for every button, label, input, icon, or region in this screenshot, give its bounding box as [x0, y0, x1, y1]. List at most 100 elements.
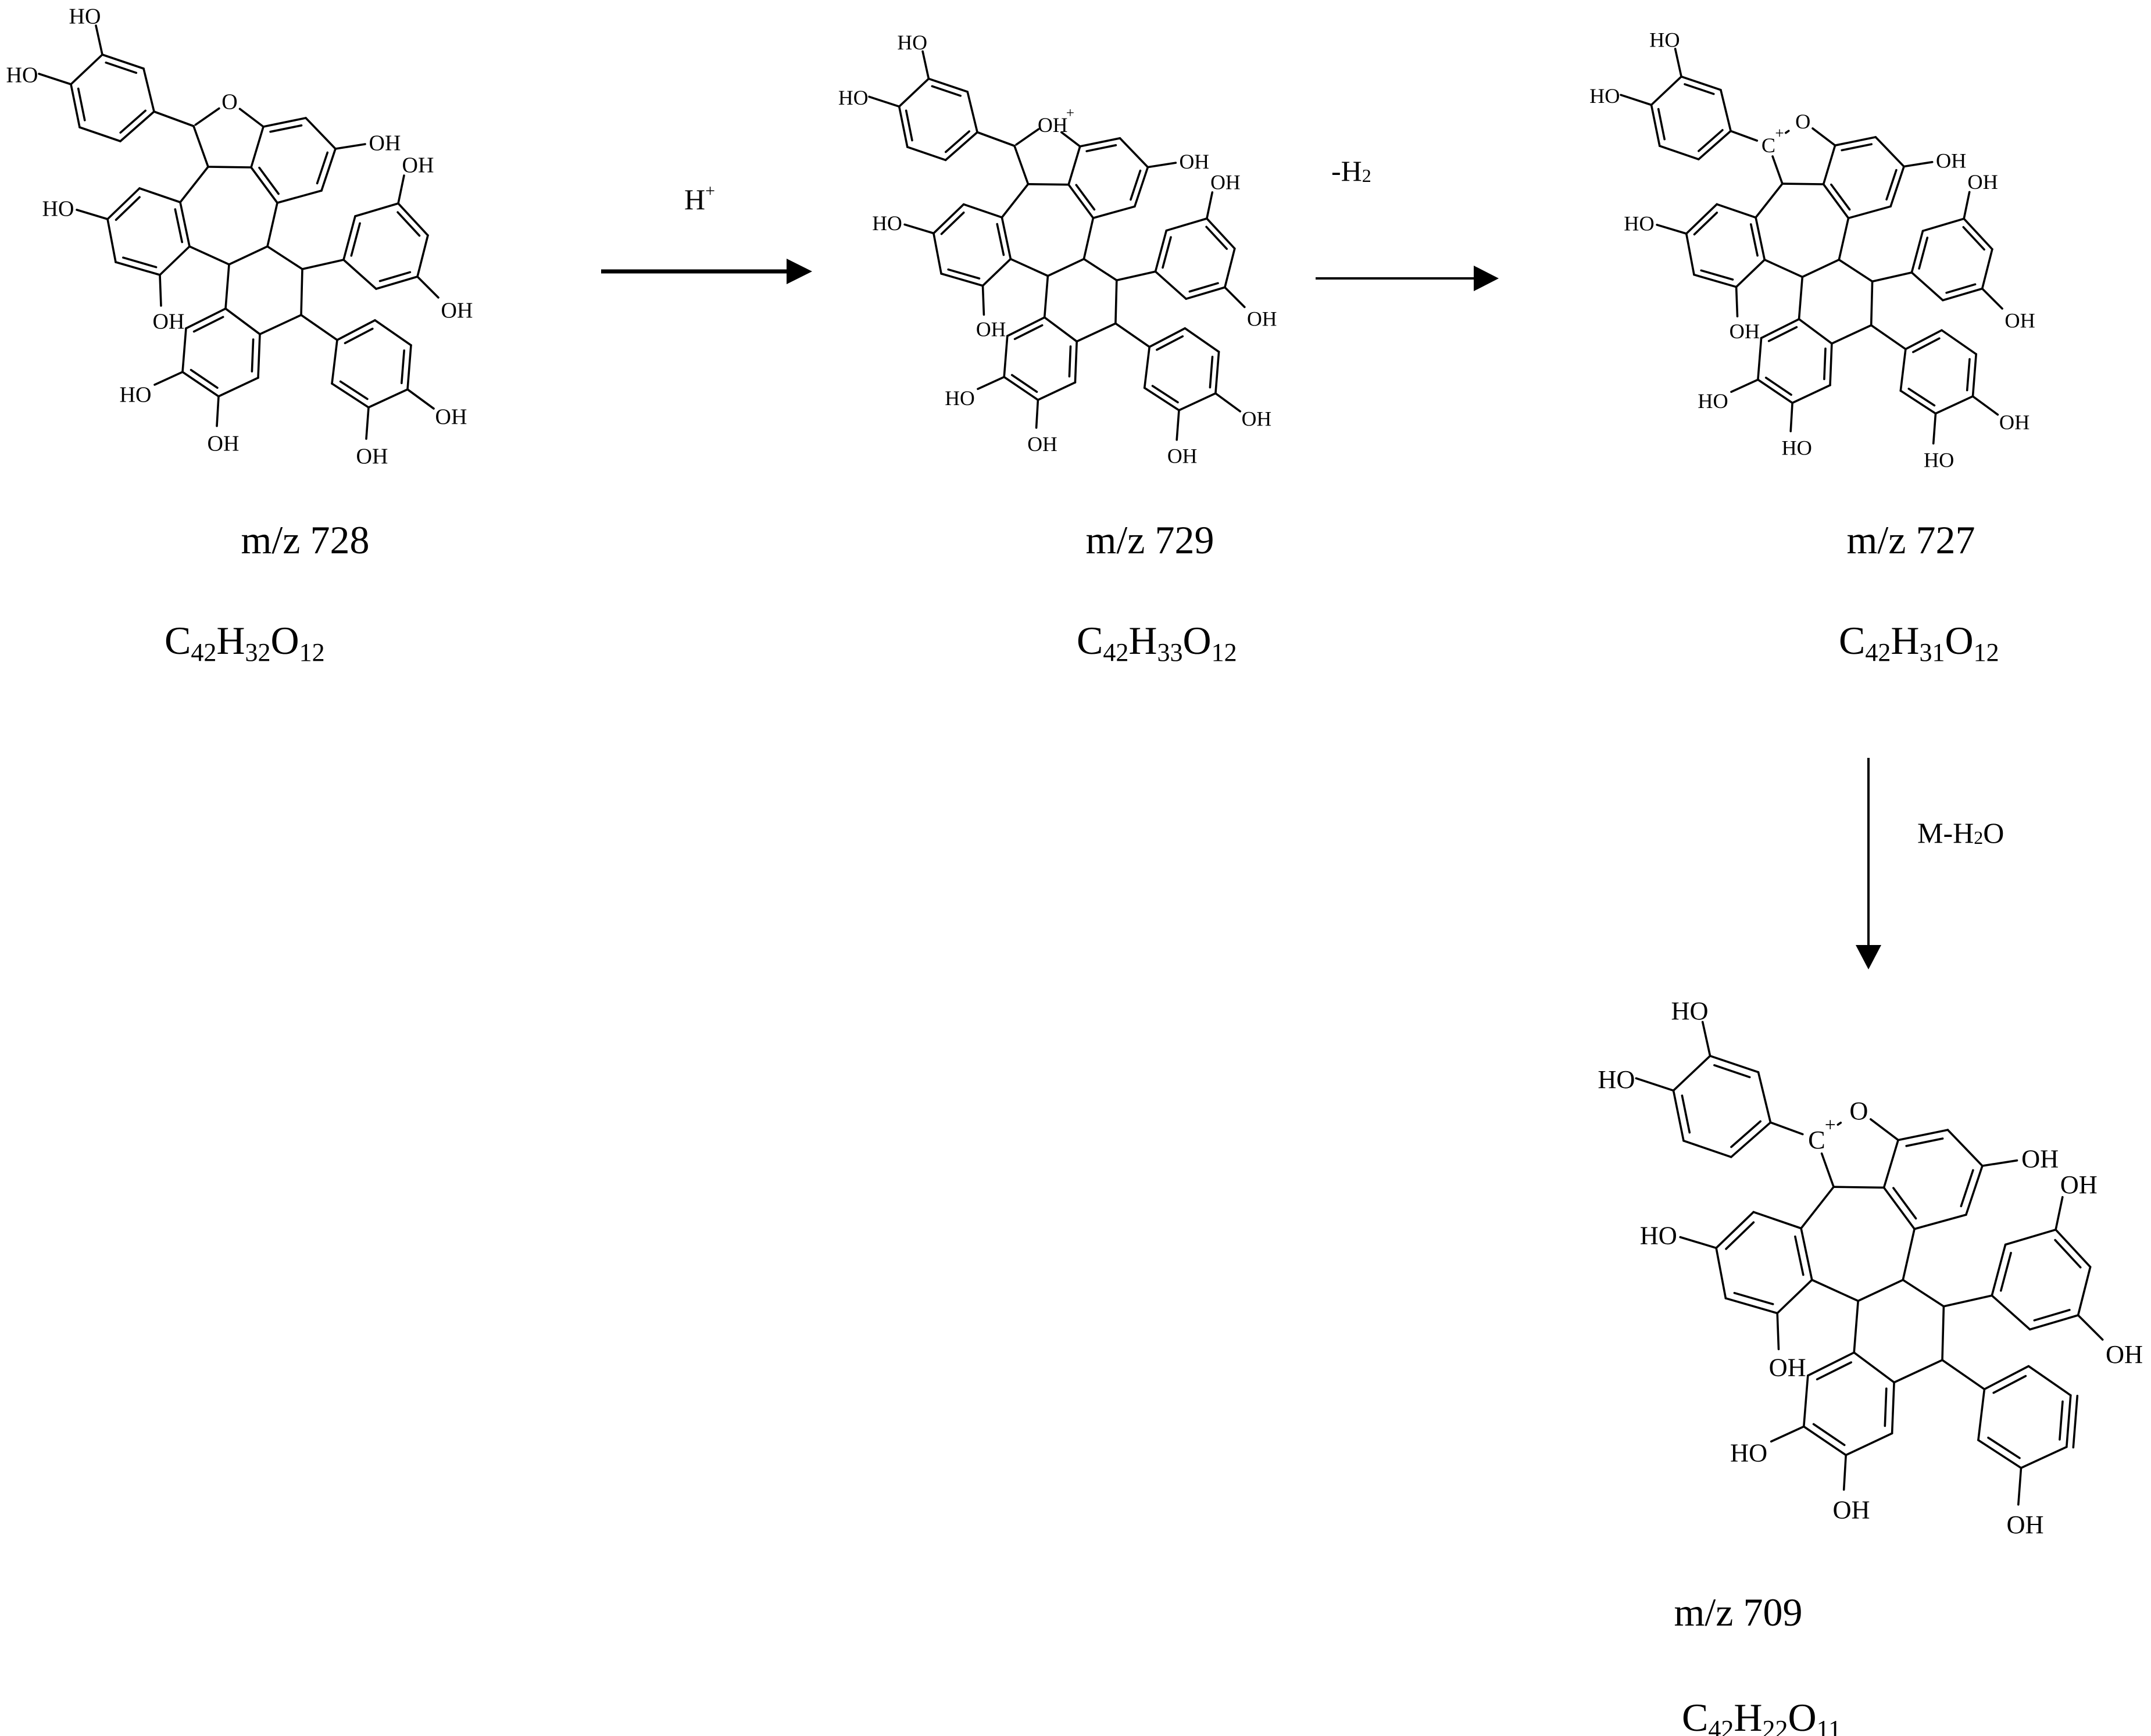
ring-bond	[1991, 1294, 2031, 1331]
ring-bond	[1165, 217, 1208, 232]
arrow-water-loss: M-H2O	[1856, 758, 2004, 969]
ring-bond	[416, 234, 429, 278]
hydroxyl-bond	[38, 73, 72, 85]
ring-bond	[1067, 145, 1081, 186]
formula-element: O	[270, 618, 299, 663]
single-bond	[1009, 257, 1049, 277]
mz-label: m/z 727	[1847, 518, 1975, 562]
arrow-protonation-head	[787, 259, 812, 284]
double-bond-inner	[105, 61, 138, 74]
hydroxyl-bond	[1903, 160, 1934, 168]
ring-bond	[1963, 217, 1993, 250]
ring-bond	[1697, 130, 1732, 160]
hydroxyl-bond	[1146, 162, 1177, 169]
hydroxyl-bond	[1981, 287, 2003, 310]
double-bond-inner	[1725, 1221, 1755, 1250]
hydroxyl-label: OH	[1769, 1352, 1806, 1381]
double-bond-inner	[940, 211, 965, 235]
double-bond-inner	[192, 316, 224, 333]
formula-count: 42	[1708, 1715, 1734, 1736]
double-bond-inner	[378, 271, 412, 282]
formula-element: C	[1682, 1695, 1708, 1736]
hydroxyl-bond	[2077, 1314, 2104, 1341]
ring-bond	[1899, 389, 1937, 415]
ring-bond	[1757, 1071, 1772, 1124]
ring-bond	[1006, 316, 1046, 337]
hydroxyl-bond	[981, 284, 985, 316]
double-bond-inner	[1010, 374, 1038, 393]
c-o-bond	[1015, 128, 1040, 146]
hydroxyl-bond	[365, 406, 370, 440]
double-bond-inner	[1657, 108, 1666, 141]
formula-element: O	[1182, 618, 1211, 663]
hydroxyl-label: OH	[356, 444, 388, 468]
ring-bond	[1037, 381, 1077, 401]
hydroxyl-label: OH	[1730, 320, 1760, 343]
single-bond	[1838, 259, 1874, 283]
double-bond-inner	[2000, 1251, 2012, 1292]
ring-bond	[1724, 1297, 1778, 1315]
ring-bond	[78, 126, 122, 142]
hydroxyl-label: OH	[153, 309, 185, 334]
label-subscript: 2	[1362, 165, 1371, 186]
double-bond-inner	[1767, 326, 1798, 342]
ring-bond	[1971, 353, 1977, 398]
triple-bond-inner	[2059, 1400, 2064, 1441]
double-bond-inner	[1085, 144, 1117, 152]
ring-bond	[1003, 335, 1009, 378]
arrow-water-loss-label: M-H2O	[1917, 817, 2004, 849]
hydroxyl-label: HO	[1671, 996, 1708, 1025]
ring-bond	[2054, 1229, 2092, 1268]
ring-bond	[101, 53, 145, 70]
ring-bond	[1946, 1129, 1984, 1167]
single-bond	[266, 202, 278, 248]
ring-bond	[2004, 1229, 2057, 1246]
hydroxyl-label: OH	[1180, 150, 1210, 173]
ring-bond	[250, 126, 265, 169]
bonds	[1620, 48, 2003, 445]
double-bond-inner	[1209, 356, 1214, 389]
ring-bond	[397, 202, 429, 237]
ring-bond	[1800, 1227, 1813, 1281]
ring-bond	[981, 257, 1012, 287]
ring-oxygen-label: O	[1795, 110, 1810, 133]
single-bond	[300, 314, 338, 341]
ring-bond	[1803, 1375, 1809, 1428]
hydroxyl-label: OH	[976, 317, 1006, 341]
hydroxyl-bond	[2017, 1467, 2023, 1506]
ring-bond	[1680, 76, 1722, 91]
ring-bond	[1882, 1186, 1916, 1230]
double-bond-inner	[1075, 184, 1096, 211]
caption-m728: m/z 728 C42H32O12	[165, 518, 369, 667]
single-bond	[1001, 182, 1030, 219]
double-bond-inner	[344, 327, 374, 345]
hydroxyl-label: OH	[435, 405, 467, 429]
c-o-bond	[1836, 1118, 1848, 1126]
hydroxyl-bond	[153, 371, 184, 386]
hydroxyl-label: OH	[441, 298, 473, 323]
ring-bond	[1214, 350, 1220, 395]
double-bond-inner	[119, 109, 147, 134]
hydroxyl-label: HO	[1730, 1438, 1767, 1467]
ring-bond	[1001, 216, 1012, 260]
ring-bond	[1942, 287, 1984, 302]
ring-bond	[1755, 216, 1766, 261]
label-main: H	[684, 183, 705, 216]
ring-bond	[1910, 271, 1944, 302]
double-bond-inner	[947, 268, 981, 280]
ring-bond	[1874, 136, 1905, 168]
double-bond-inner	[1162, 236, 1172, 269]
hydroxyl-bond	[1963, 191, 1971, 220]
ring-bond	[1154, 270, 1187, 300]
hydroxyl-bond	[2054, 1195, 2064, 1231]
double-bond-inner	[1841, 143, 1873, 152]
single-bond	[1798, 275, 1804, 320]
single-bond	[1027, 182, 1070, 186]
double-bond-inner	[1823, 347, 1827, 381]
ring-bond	[185, 307, 227, 330]
